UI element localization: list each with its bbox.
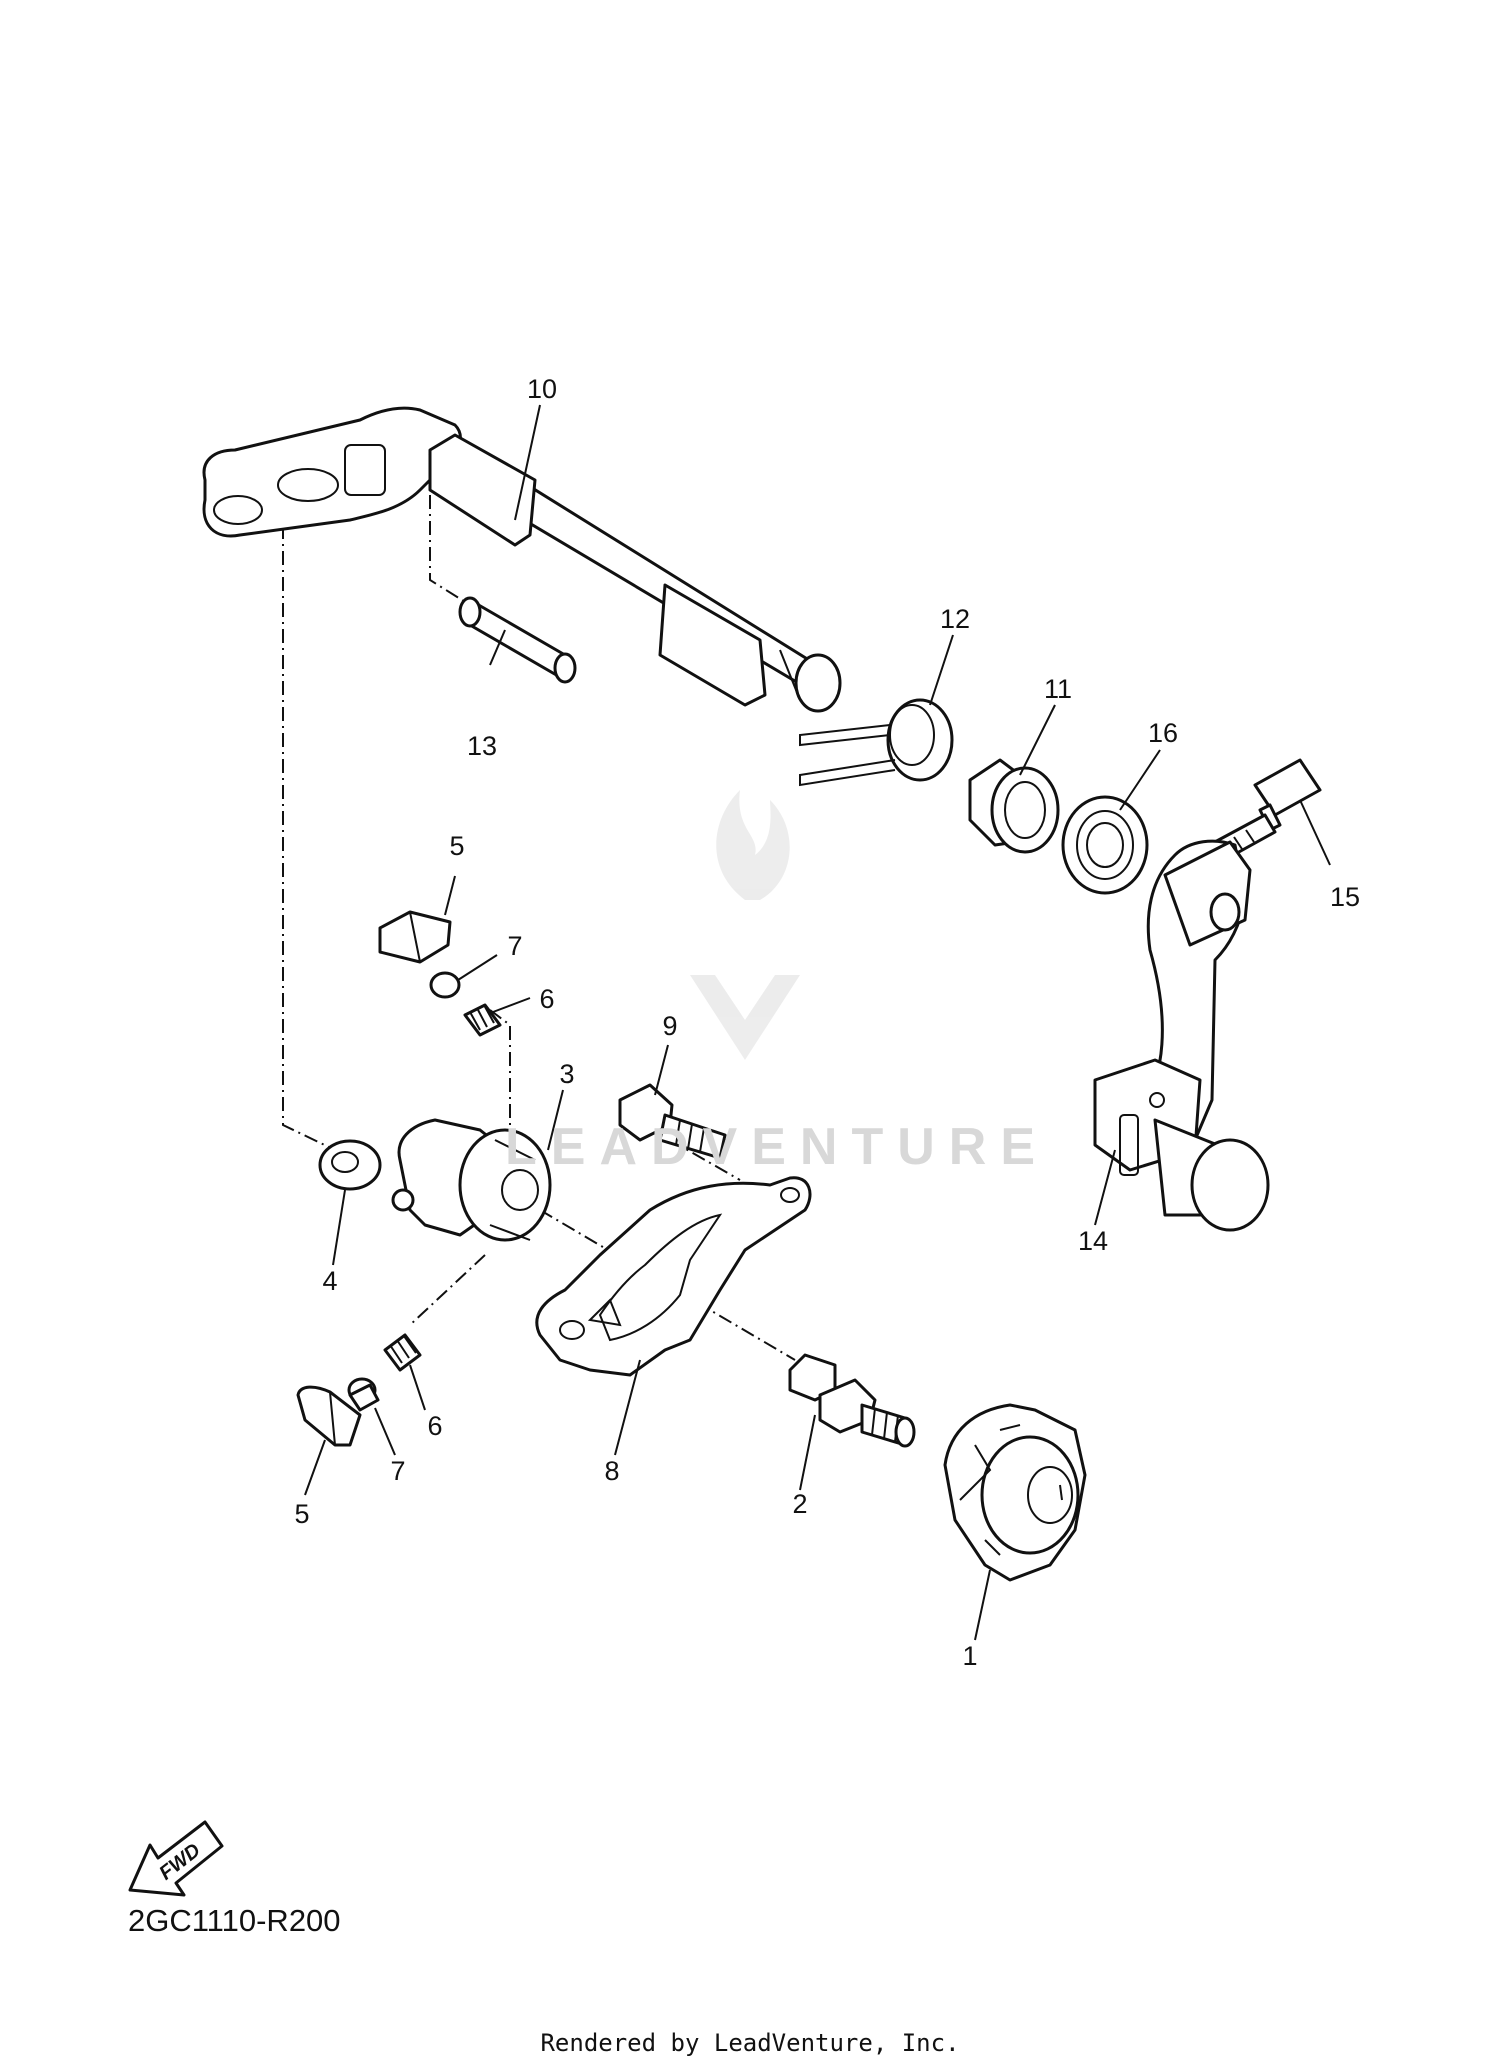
alignment-line-cam-to-stud [539, 1209, 796, 1361]
pin-part [458, 596, 577, 684]
callout-16: 16 [1148, 718, 1178, 748]
shift-shaft-part [202, 406, 842, 713]
spring-upper-part [463, 1003, 502, 1037]
shift-guide-cam-part [391, 1118, 552, 1242]
callout-4: 4 [322, 1266, 337, 1296]
diagram-code: 2GC1110-R200 [128, 1903, 341, 1938]
callout-1: 1 [962, 1641, 977, 1671]
callout-2: 2 [792, 1489, 807, 1519]
callout-labels: 10 12 11 16 15 13 5 7 6 9 3 4 14 6 7 8 2… [294, 374, 1360, 1671]
segment-part [943, 1403, 1087, 1582]
callout-15: 15 [1330, 882, 1360, 912]
pawl-lower-part [296, 1385, 362, 1447]
callout-5-lower: 5 [294, 1499, 309, 1529]
washer-part [318, 1139, 382, 1191]
callout-3: 3 [559, 1059, 574, 1089]
spring-lower-part [383, 1333, 422, 1372]
pawl-upper-part [378, 910, 452, 964]
alignment-line-pin [429, 495, 471, 606]
pawl-pin-upper-part [429, 971, 461, 999]
callout-9: 9 [662, 1011, 677, 1041]
alignment-line-shaft-to-washer [282, 525, 336, 1151]
callout-8: 8 [604, 1456, 619, 1486]
watermark-text: LEADVENTURE [505, 1118, 1050, 1176]
callout-7-upper: 7 [507, 931, 522, 961]
callout-14: 14 [1078, 1226, 1108, 1256]
rendered-by-footer: Rendered by LeadVenture, Inc. [540, 2029, 960, 2057]
torsion-spring-part [799, 698, 954, 787]
callout-10: 10 [527, 374, 557, 404]
callout-6-lower: 6 [427, 1411, 442, 1441]
leader-lines [304, 404, 1331, 1641]
watermark-logo [690, 790, 800, 1060]
collar-part [968, 758, 1060, 854]
oil-seal-part [1061, 795, 1149, 895]
bolt-part-9 [618, 1083, 727, 1160]
alignment-line-lower-spring [409, 1254, 486, 1326]
fwd-arrow-icon: FWD [128, 1820, 224, 1897]
callout-5-upper: 5 [449, 831, 464, 861]
shift-guide-plate-part [535, 1176, 812, 1377]
callout-11: 11 [1044, 674, 1072, 704]
callout-12: 12 [940, 604, 970, 634]
pawl-pin-lower-part [347, 1377, 380, 1412]
callout-13: 13 [467, 731, 497, 761]
alignment-line-spring [489, 1009, 511, 1140]
callout-6-upper: 6 [539, 984, 554, 1014]
shift-pedal-part [1093, 839, 1270, 1232]
callout-7-lower: 7 [390, 1456, 405, 1486]
stud-bolt-part [788, 1353, 916, 1448]
